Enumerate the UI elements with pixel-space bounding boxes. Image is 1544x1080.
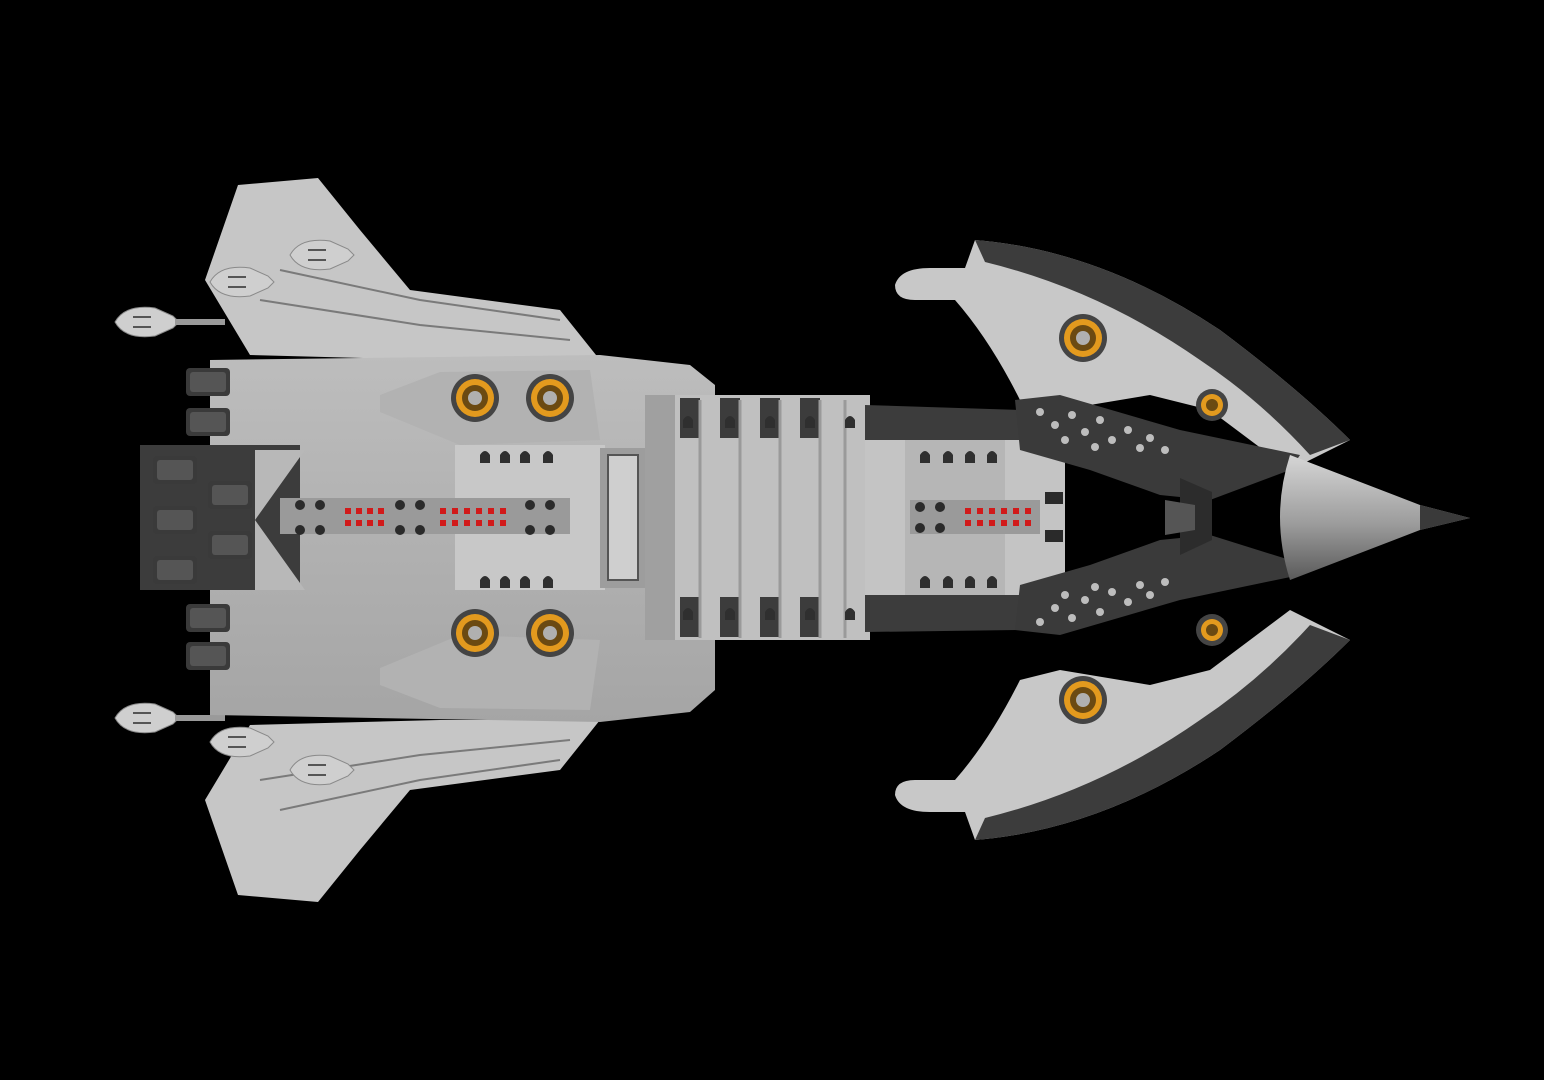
aft-red-lights — [280, 498, 570, 535]
mid-spine — [645, 395, 870, 640]
upper-fork-arm — [895, 240, 1350, 470]
spaceship-icon — [114, 178, 1470, 902]
hull-studs — [1036, 408, 1169, 626]
nose-cone — [1280, 455, 1470, 580]
engine-port-icon — [1196, 389, 1228, 646]
wing-detail-lines — [259, 269, 571, 811]
studded-hull-lower — [1015, 535, 1300, 635]
upper-rear-wing — [205, 178, 600, 360]
forward-dark-band-lower — [865, 590, 1020, 632]
lower-fork-arm — [895, 610, 1350, 840]
forward-red-lights — [910, 451, 1063, 588]
studded-hull-upper — [1015, 395, 1300, 500]
forward-dark-band-upper — [865, 405, 1020, 445]
